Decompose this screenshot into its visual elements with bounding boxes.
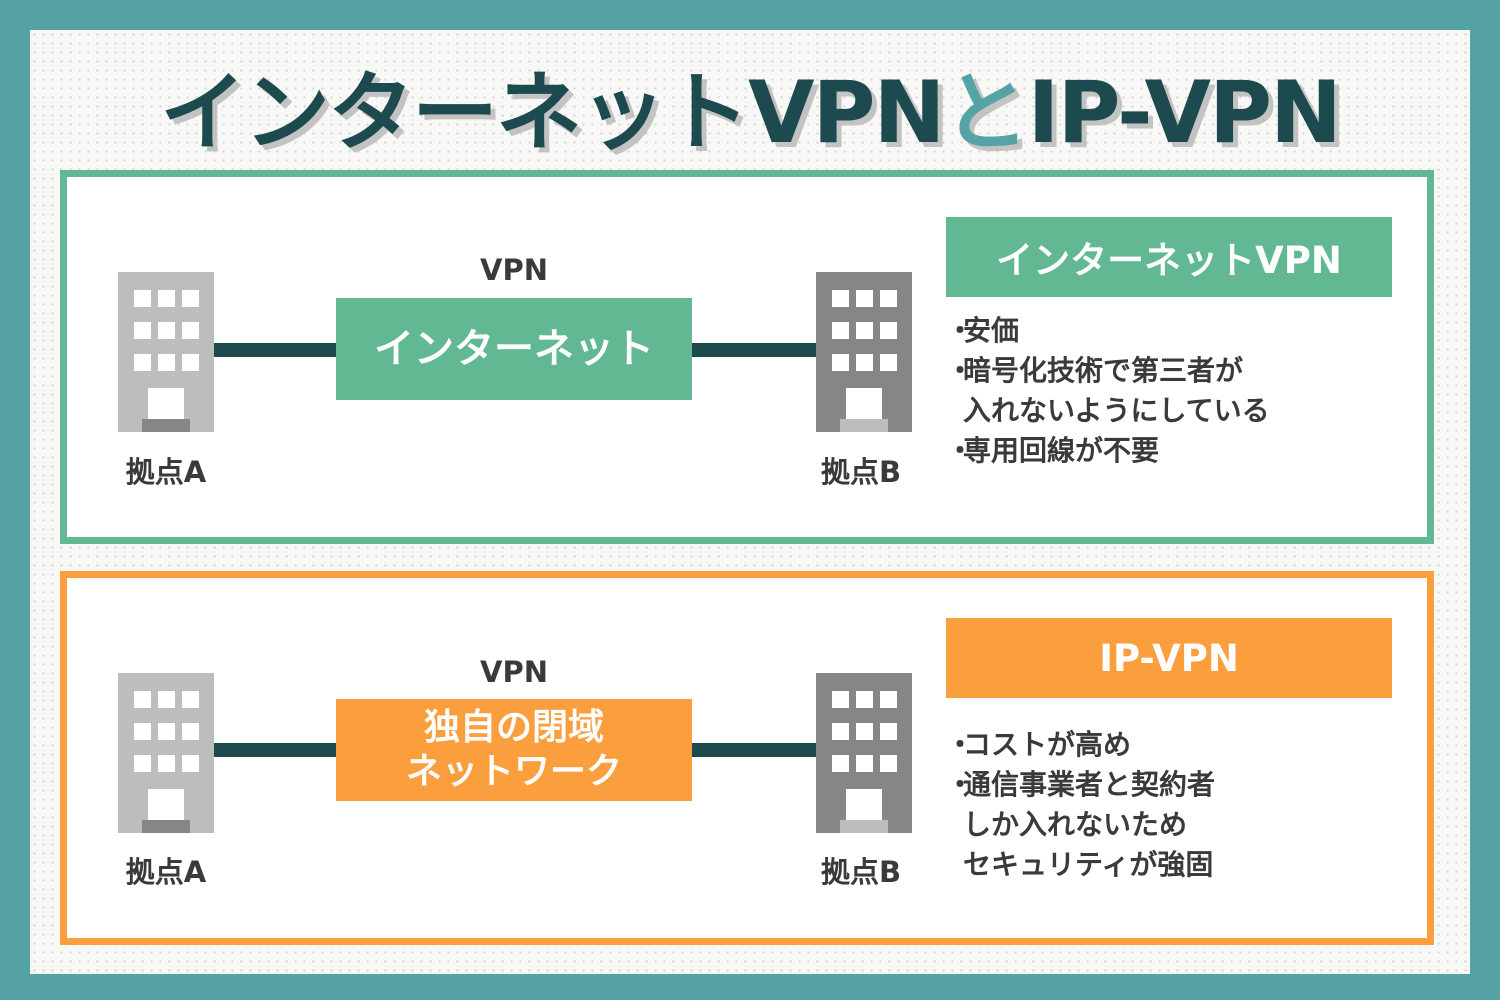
feature-text-continued: 入れないようにしている bbox=[963, 394, 1270, 427]
closed-network-box: 独自の閉域 ネットワーク bbox=[336, 699, 692, 801]
internet-vpn-feature-list: ・安価 ・暗号化技術で第三者が入れないようにしている ・専用回線が不要 bbox=[946, 311, 1396, 471]
bullet: ・ bbox=[946, 768, 975, 801]
internet-vpn-link-right bbox=[690, 343, 816, 357]
bullet: ・ bbox=[946, 354, 975, 387]
internet-vpn-vpn-label: VPN bbox=[480, 253, 548, 287]
feature-text: コストが高め bbox=[963, 728, 1132, 761]
ip-vpn-site-b-label: 拠点B bbox=[820, 855, 902, 889]
ip-vpn-link-right bbox=[690, 743, 816, 757]
ip-vpn-vpn-label: VPN bbox=[480, 655, 548, 689]
title-connector: と bbox=[943, 63, 1030, 163]
closed-network-line-2: ネットワーク bbox=[405, 751, 622, 792]
title-main: インターネットVPN bbox=[159, 63, 946, 163]
ip-vpn-link-left bbox=[214, 743, 338, 757]
bullet: ・ bbox=[946, 434, 975, 467]
internet-box-label: インターネット bbox=[374, 325, 654, 372]
feature-item: ・暗号化技術で第三者が入れないようにしている bbox=[946, 351, 1396, 431]
ip-vpn-header: IP-VPN bbox=[946, 618, 1392, 698]
ip-vpn-feature-list: ・コストが高め ・通信事業者と契約者しか入れないためセキュリティが強固 bbox=[946, 725, 1396, 885]
feature-text: 専用回線が不要 bbox=[963, 434, 1160, 467]
ip-vpn-building-a-icon bbox=[118, 673, 214, 833]
internet-box: インターネット bbox=[336, 298, 692, 400]
internet-vpn-building-a-icon bbox=[118, 272, 214, 432]
internet-vpn-site-b-label: 拠点B bbox=[820, 455, 902, 489]
feature-text-continued: しか入れないため bbox=[963, 808, 1188, 841]
title-second: IP-VPN bbox=[1027, 63, 1343, 163]
feature-item: ・コストが高め bbox=[946, 725, 1396, 765]
feature-item: ・専用回線が不要 bbox=[946, 431, 1396, 471]
internet-vpn-link-left bbox=[214, 343, 338, 357]
feature-text: 安価 bbox=[963, 314, 1020, 347]
internet-vpn-site-a-label: 拠点A bbox=[125, 455, 207, 489]
internet-vpn-building-b-icon bbox=[816, 272, 912, 432]
feature-text-continued-2: セキュリティが強固 bbox=[963, 848, 1214, 881]
closed-network-line-1: 独自の閉域 bbox=[423, 707, 604, 749]
bullet: ・ bbox=[946, 314, 975, 347]
feature-text: 暗号化技術で第三者が bbox=[963, 354, 1244, 387]
bullet: ・ bbox=[946, 728, 975, 761]
feature-item: ・安価 bbox=[946, 311, 1396, 351]
feature-item: ・通信事業者と契約者しか入れないためセキュリティが強固 bbox=[946, 765, 1396, 885]
page-title: インターネットVPNとIP-VPN bbox=[0, 58, 1500, 168]
ip-vpn-site-a-label: 拠点A bbox=[125, 855, 207, 889]
ip-vpn-building-b-icon bbox=[816, 673, 912, 833]
feature-text: 通信事業者と契約者 bbox=[963, 768, 1216, 801]
internet-vpn-header: インターネットVPN bbox=[946, 217, 1392, 297]
